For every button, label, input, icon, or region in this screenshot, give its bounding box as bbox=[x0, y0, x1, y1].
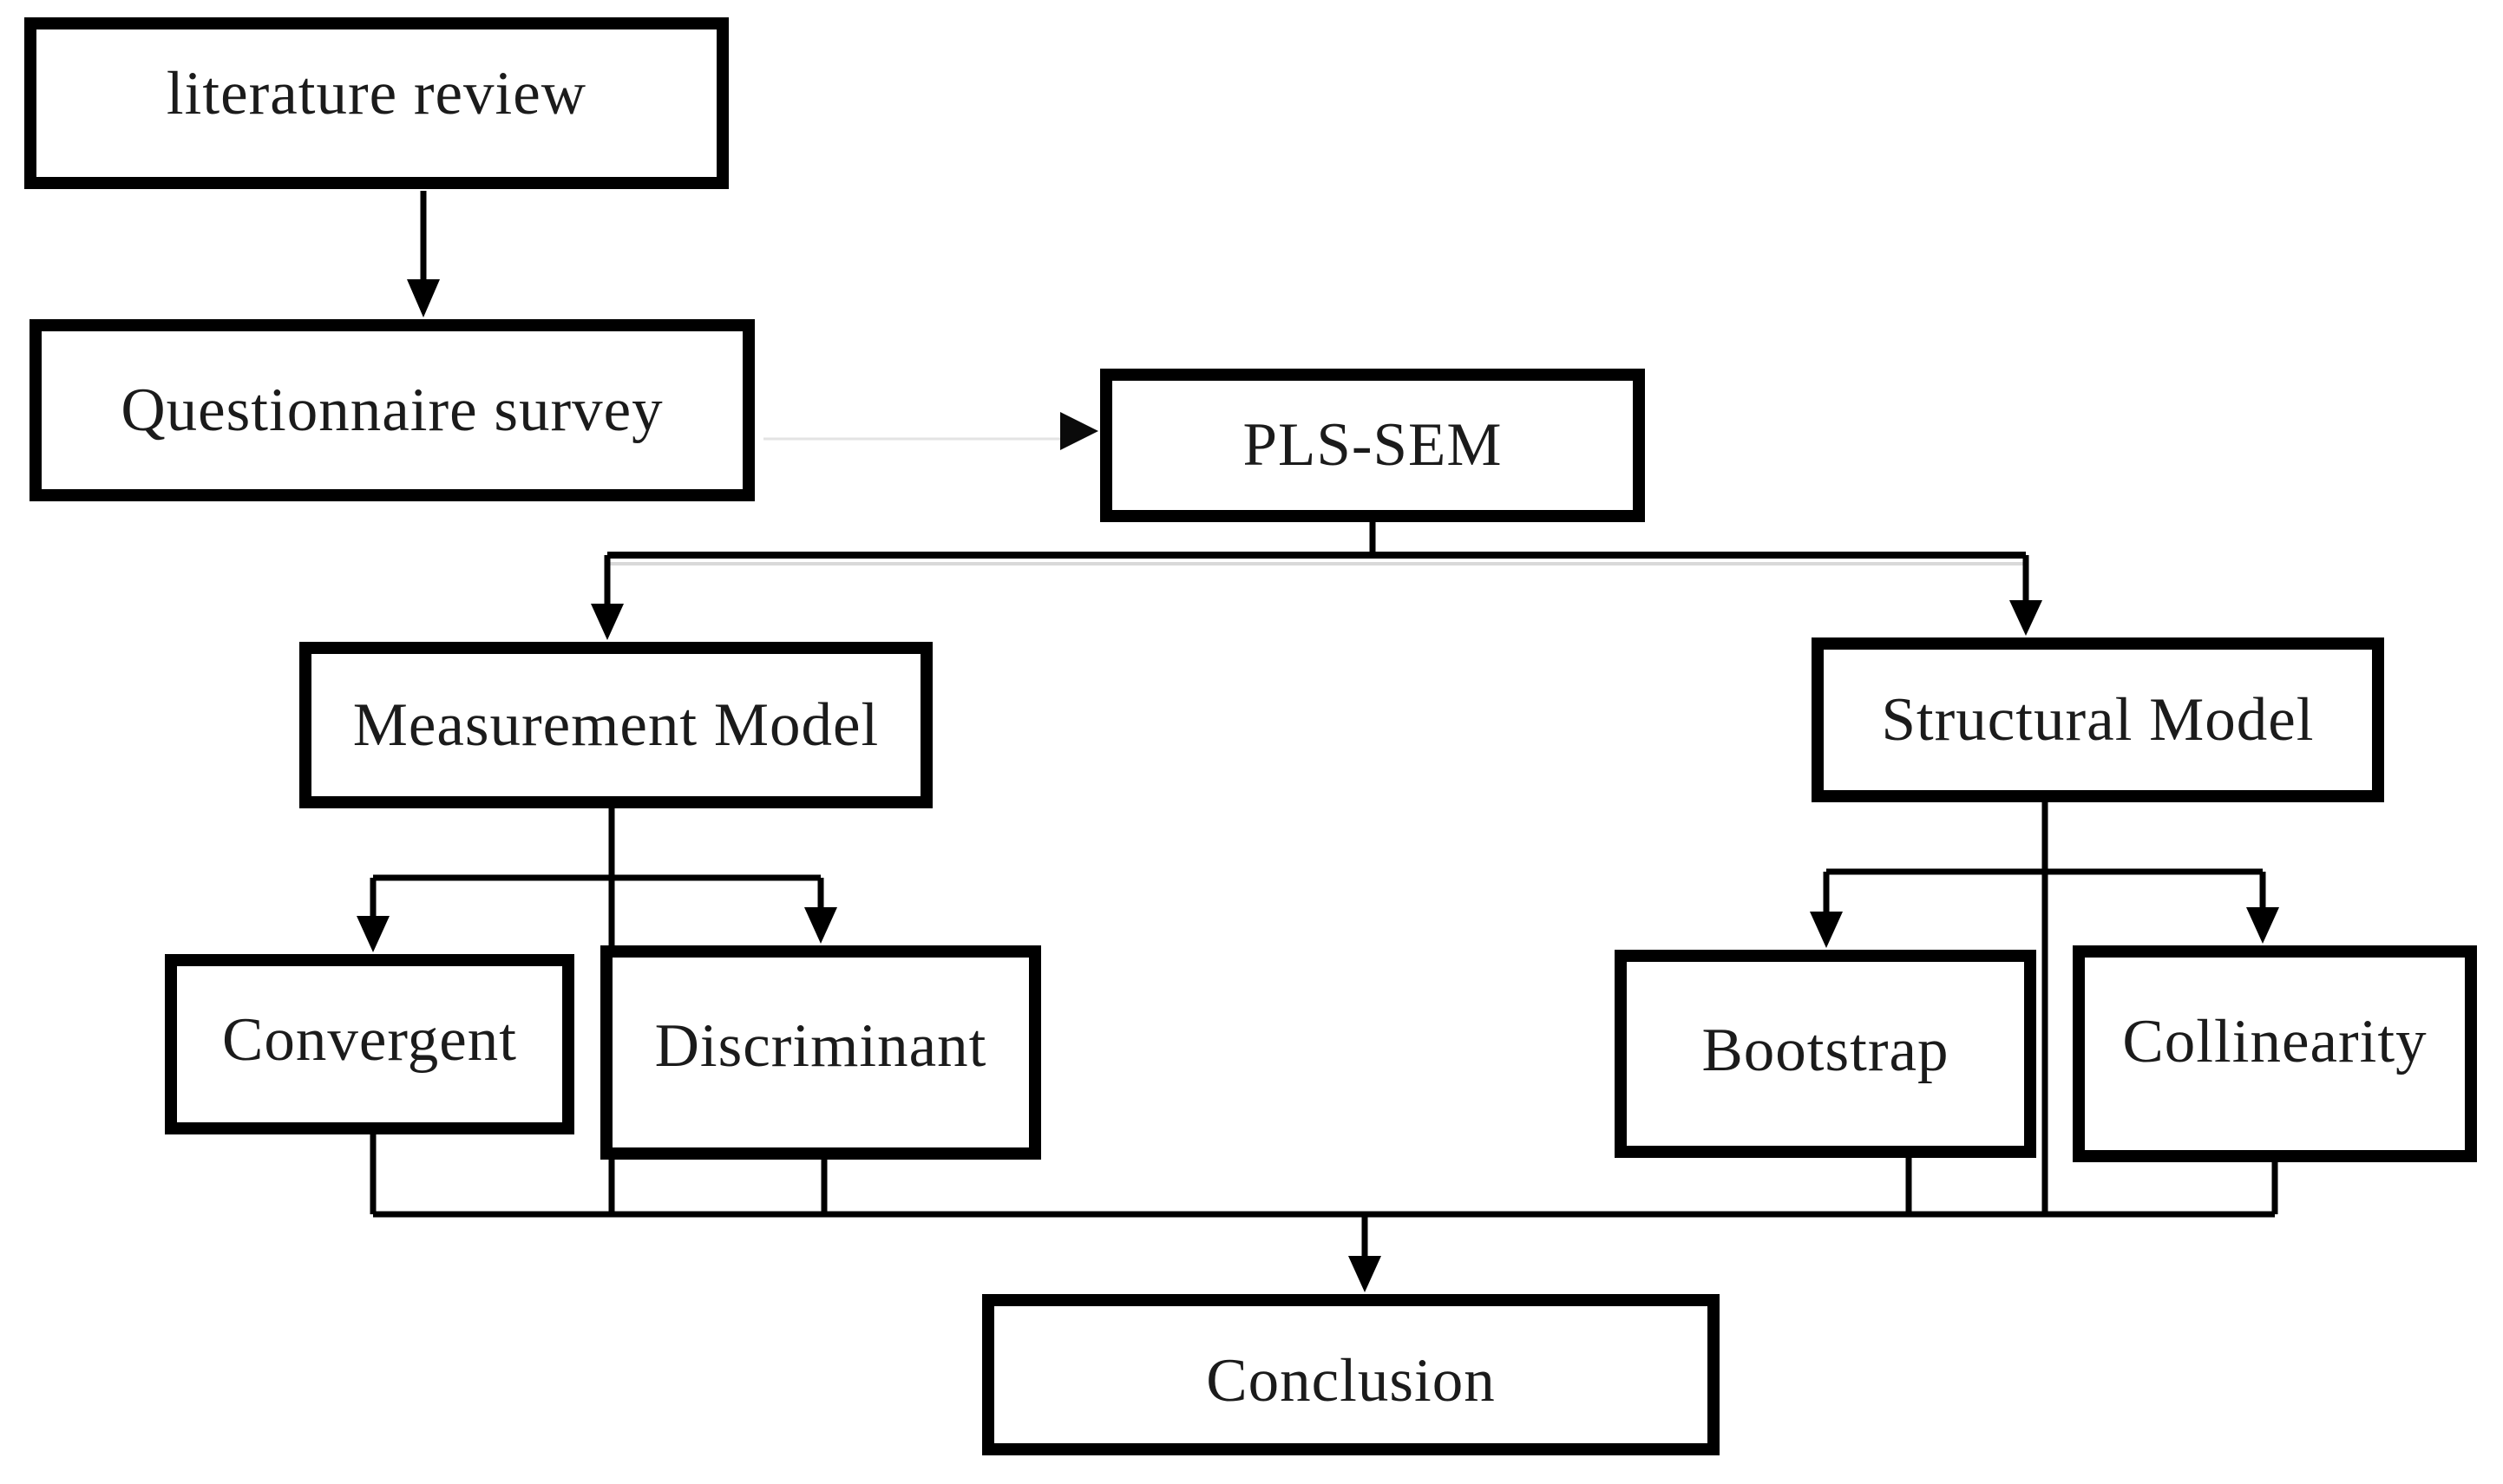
node-collinearity: Collinearity bbox=[2073, 945, 2477, 1162]
node-discriminant: Discriminant bbox=[600, 945, 1041, 1160]
node-convergent: Convergent bbox=[165, 954, 574, 1134]
node-structural-model: Structural Model bbox=[1812, 637, 2384, 802]
node-pls-sem-label: PLS-SEM bbox=[1242, 411, 1503, 479]
edge-structural-model-to-bootstrap bbox=[1810, 872, 1843, 948]
node-literature-review: literature review bbox=[24, 17, 729, 189]
node-collinearity-label: Collinearity bbox=[2122, 1007, 2428, 1075]
node-measurement-model-label: Measurement Model bbox=[352, 690, 880, 759]
node-pls-sem: PLS-SEM bbox=[1100, 369, 1645, 522]
edge-measurement-model-to-convergent bbox=[357, 878, 390, 952]
node-literature-review-label: literature review bbox=[166, 59, 587, 127]
edge-pls-sem-to-structural-model bbox=[2009, 555, 2042, 636]
node-measurement-model: Measurement Model bbox=[299, 642, 933, 808]
node-bootstrap: Bootstrap bbox=[1615, 950, 2036, 1158]
node-structural-model-label: Structural Model bbox=[1881, 685, 2315, 754]
edge-pls-sem-to-measurement-model bbox=[591, 555, 624, 640]
edge-pls-sem-split bbox=[607, 522, 2026, 565]
node-conclusion-label: Conclusion bbox=[1206, 1346, 1496, 1415]
node-bootstrap-label: Bootstrap bbox=[1701, 1016, 1949, 1084]
edge-collector-to-conclusion bbox=[1348, 1214, 1381, 1292]
edge-questionnaire-survey-to-pls-sem bbox=[757, 412, 1098, 450]
edge-bottom-collector bbox=[370, 1134, 2278, 1218]
node-discriminant-label: Discriminant bbox=[654, 1012, 987, 1080]
node-conclusion: Conclusion bbox=[982, 1294, 1720, 1455]
edge-measurement-model-to-discriminant bbox=[804, 878, 837, 944]
node-questionnaire-survey: Questionnaire survey bbox=[29, 319, 755, 501]
node-convergent-label: Convergent bbox=[222, 1005, 517, 1074]
edge-structural-model-to-collinearity bbox=[2246, 872, 2279, 944]
edge-structural-model-stem bbox=[1826, 802, 2263, 1214]
node-questionnaire-survey-label: Questionnaire survey bbox=[121, 376, 664, 444]
edge-literature-review-to-questionnaire-survey bbox=[407, 191, 440, 317]
